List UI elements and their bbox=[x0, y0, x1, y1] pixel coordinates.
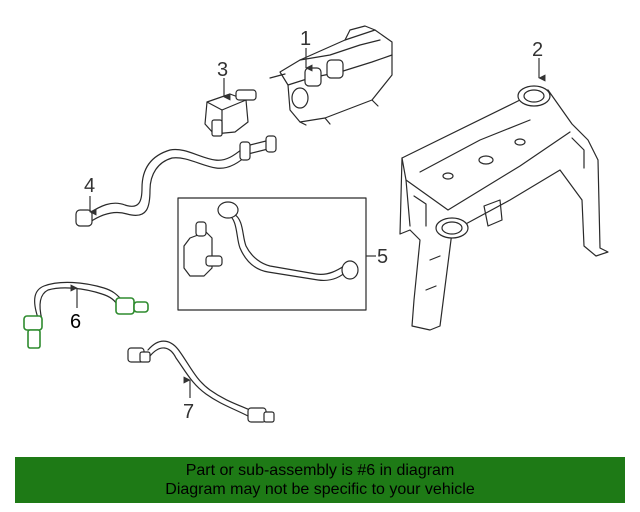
callout-1: 1 bbox=[300, 28, 311, 50]
inset-box-part-5 bbox=[177, 197, 367, 311]
parts-diagram: 1 3 4 5 bbox=[23, 25, 609, 423]
purge-valve-part bbox=[204, 89, 257, 137]
callout-5: 5 bbox=[377, 246, 388, 268]
callout-6: 6 bbox=[70, 311, 81, 333]
vent-hose-part bbox=[75, 135, 277, 227]
callout-2: 2 bbox=[532, 39, 543, 61]
callout-4: 4 bbox=[84, 175, 95, 197]
fitment-notice-banner: Part or sub-assembly is #6 in diagram Di… bbox=[15, 457, 625, 503]
oxygen-sensor-part-6 bbox=[23, 281, 149, 349]
banner-line-1: Part or sub-assembly is #6 in diagram bbox=[185, 462, 455, 479]
callout-7: 7 bbox=[183, 401, 194, 423]
charcoal-canister-part bbox=[269, 25, 393, 126]
banner-line-2: Diagram may not be specific to your vehi… bbox=[165, 481, 475, 498]
callout-3: 3 bbox=[217, 59, 228, 81]
subframe-bracket-part bbox=[399, 85, 609, 331]
oxygen-sensor-part-7 bbox=[127, 340, 275, 423]
